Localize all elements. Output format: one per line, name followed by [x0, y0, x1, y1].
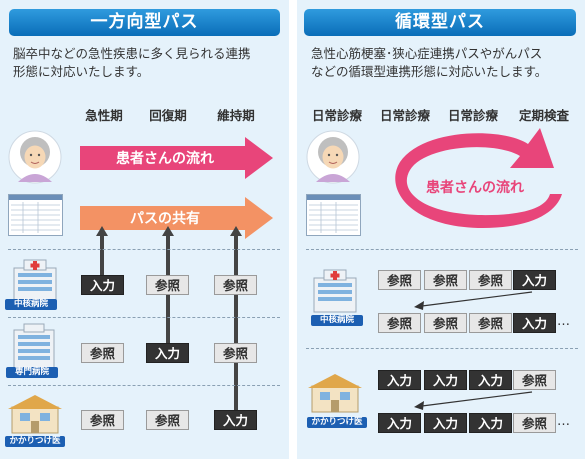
- reference-button[interactable]: 参照: [214, 343, 257, 363]
- reference-button[interactable]: 参照: [424, 313, 467, 333]
- input-button[interactable]: 入力: [146, 343, 189, 363]
- reference-button[interactable]: 参照: [214, 275, 257, 295]
- carry-over-arrow: [414, 291, 533, 310]
- reference-button[interactable]: 参照: [146, 275, 189, 295]
- row-separator: [306, 348, 578, 349]
- input-up-arrow-maintenance: [230, 226, 242, 411]
- family-clinic-icon: [308, 374, 362, 413]
- input-up-arrow-acute: [96, 226, 108, 276]
- reference-button[interactable]: 参照: [513, 413, 556, 433]
- reference-button[interactable]: 参照: [146, 410, 189, 430]
- one-way-path-description: 脳卒中などの急性疾患に多く見られる連携 形態に対応いたします。: [13, 46, 251, 79]
- input-button[interactable]: 入力: [513, 313, 556, 333]
- input-button[interactable]: 入力: [424, 413, 467, 433]
- reference-button[interactable]: 参照: [81, 343, 124, 363]
- cyclic-flow-label: 患者さんの流れ: [426, 180, 524, 196]
- institution-label-family-doctor: かかりつけ医: [307, 417, 367, 428]
- reference-button[interactable]: 参照: [469, 313, 512, 333]
- institution-label-central-hospital: 中核病院: [5, 299, 57, 310]
- family-clinic-icon: [8, 395, 62, 434]
- input-button[interactable]: 入力: [469, 413, 512, 433]
- input-button[interactable]: 入力: [81, 275, 124, 295]
- one-way-path-title: 一方向型パス: [9, 9, 280, 36]
- path-share-label: パスの共有: [130, 211, 200, 227]
- reference-button[interactable]: 参照: [513, 370, 556, 390]
- cyclic-path-title: 循環型パス: [304, 9, 576, 36]
- central-hospital-icon: [313, 269, 357, 313]
- carry-over-arrow: [414, 391, 533, 410]
- input-button[interactable]: 入力: [378, 370, 421, 390]
- institution-label-specialist-hospital: 専門病院: [6, 367, 58, 378]
- path-share-arrow: [80, 197, 273, 239]
- row-separator: [8, 249, 280, 250]
- elderly-patient-icon: [306, 130, 360, 184]
- input-button[interactable]: 入力: [424, 370, 467, 390]
- reference-button[interactable]: 参照: [378, 270, 421, 290]
- input-button[interactable]: 入力: [378, 413, 421, 433]
- institution-label-central-hospital: 中核病院: [311, 315, 363, 326]
- reference-button[interactable]: 参照: [424, 270, 467, 290]
- row-separator: [8, 385, 280, 386]
- patient-flow-label: 患者さんの流れ: [116, 151, 214, 167]
- patient-flow-arrow: [80, 137, 273, 179]
- row-separator: [306, 249, 578, 250]
- row-separator: [8, 317, 280, 318]
- phase-label-routine-2: 日常診療: [379, 108, 430, 123]
- phase-label-routine-3: 日常診療: [447, 108, 498, 123]
- phase-label-acute: 急性期: [85, 108, 123, 123]
- cyclic-path-description: 急性心筋梗塞･狭心症連携パスやがんパス などの循環型連携形態に対応いたします。: [311, 46, 548, 79]
- central-hospital-icon: [13, 259, 57, 303]
- phase-label-recovery: 回復期: [149, 108, 187, 123]
- institution-label-family-doctor: かかりつけ医: [5, 436, 65, 447]
- reference-button[interactable]: 参照: [378, 313, 421, 333]
- phase-label-periodic-exam: 定期検査: [518, 108, 569, 123]
- continuation-ellipsis: …: [557, 414, 570, 429]
- reference-button[interactable]: 参照: [81, 410, 124, 430]
- path-sheet-screen-icon: [306, 194, 361, 236]
- input-button[interactable]: 入力: [469, 370, 512, 390]
- continuation-ellipsis: …: [557, 314, 570, 329]
- phase-label-routine-1: 日常診療: [311, 108, 362, 123]
- input-button[interactable]: 入力: [214, 410, 257, 430]
- reference-button[interactable]: 参照: [469, 270, 512, 290]
- path-sheet-screen-icon: [8, 194, 63, 236]
- specialist-hospital-icon: [13, 323, 55, 369]
- elderly-patient-icon: [8, 130, 62, 184]
- phase-label-maintenance: 維持期: [217, 108, 255, 123]
- cyclic-patient-flow-arrow: [395, 128, 562, 229]
- input-button[interactable]: 入力: [513, 270, 556, 290]
